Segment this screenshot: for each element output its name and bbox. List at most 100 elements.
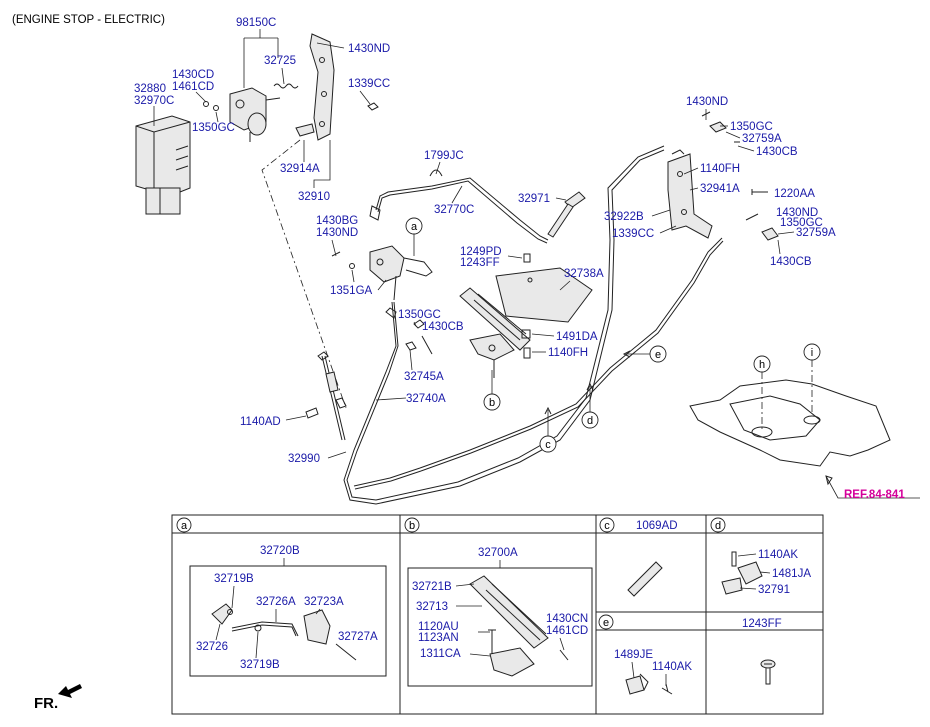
detail-b-32721B: 32721B xyxy=(412,581,452,593)
label-1350GC-r2: 1350GC xyxy=(780,217,823,229)
label-1430CD-top: 1430CD xyxy=(172,69,214,81)
label-32759A-r2: 32759A xyxy=(796,227,836,239)
label-32880: 32880 xyxy=(134,83,166,95)
label-32770C: 32770C xyxy=(434,204,474,216)
stop-motor xyxy=(229,87,281,142)
detail-a-drawing xyxy=(211,603,357,661)
label-1350GC-top: 1350GC xyxy=(192,122,235,134)
detail-b-assembly: 32700A xyxy=(478,547,518,559)
detail-b-1123AN: 1123AN xyxy=(418,632,459,644)
label-32910: 32910 xyxy=(298,191,330,203)
label-98150C: 98150C xyxy=(236,17,276,29)
cable-32770C xyxy=(369,169,586,244)
callout-b-text: b xyxy=(489,397,495,409)
detail-table xyxy=(171,514,824,715)
detail-a-32726: 32726 xyxy=(196,641,228,653)
label-1430CB-mid: 1430CB xyxy=(422,321,464,333)
detail-f-part: 1243FF xyxy=(742,618,782,630)
screw-icon xyxy=(760,659,776,685)
detail-a-32719B-2: 32719B xyxy=(240,659,280,671)
fr-label: FR. xyxy=(34,695,58,712)
detail-b-tag xyxy=(404,517,420,533)
callout-e-text: e xyxy=(655,349,661,361)
detail-e-1489JE: 1489JE xyxy=(614,649,653,661)
label-32990: 32990 xyxy=(288,453,320,465)
label-1430BG: 1430BG xyxy=(316,215,358,227)
label-32725: 32725 xyxy=(264,55,296,67)
label-1491DA: 1491DA xyxy=(556,331,598,343)
detail-c-part: 1069AD xyxy=(636,520,678,532)
diagram-title: (ENGINE STOP - ELECTRIC) xyxy=(12,14,165,26)
label-32745A: 32745A xyxy=(404,371,444,383)
label-32759A-right: 32759A xyxy=(742,133,782,145)
detail-b-tag-text: b xyxy=(409,520,415,532)
label-32941A: 32941A xyxy=(700,183,740,195)
detail-c-drawing xyxy=(627,561,663,597)
detail-b-1120AU: 1120AU xyxy=(418,621,459,633)
detail-a-tag xyxy=(176,517,192,533)
callout-i-text: i xyxy=(811,347,813,359)
label-1243FF-mid: 1243FF xyxy=(460,257,500,269)
label-1220AA: 1220AA xyxy=(774,188,815,200)
cable-32740A xyxy=(343,145,724,505)
label-32738A: 32738A xyxy=(564,268,604,280)
label-1140FH-mid: 1140FH xyxy=(548,347,588,359)
label-32922B: 32922B xyxy=(604,211,644,223)
detail-b-1311CA: 1311CA xyxy=(420,648,461,660)
callout-h-text: h xyxy=(759,359,765,371)
label-1350GC-right: 1350GC xyxy=(730,121,773,133)
detail-e-tag xyxy=(598,614,614,630)
label-1339CC-top: 1339CC xyxy=(348,78,390,90)
right-bracket xyxy=(667,121,779,241)
accel-pedal xyxy=(459,287,531,378)
detail-a-32726A: 32726A xyxy=(256,596,296,608)
detail-d-1481JA: 1481JA xyxy=(772,568,811,580)
callout-a-text: a xyxy=(411,221,418,233)
detail-d-32791: 32791 xyxy=(758,584,790,596)
label-1461CD-top: 1461CD xyxy=(172,81,214,93)
detail-e-tag-text: e xyxy=(603,617,609,629)
detail-d-tag xyxy=(710,517,726,533)
label-1430ND-right: 1430ND xyxy=(686,96,728,108)
detail-a-32727A: 32727A xyxy=(338,631,378,643)
detail-b-1461CD: 1461CD xyxy=(546,625,588,637)
floor-panel xyxy=(689,379,891,467)
label-1140FH-right: 1140FH xyxy=(700,163,740,175)
detail-d-1140AK: 1140AK xyxy=(758,549,798,561)
detail-a-32723A: 32723A xyxy=(304,596,344,608)
detail-c-tag-text: c xyxy=(604,520,610,532)
label-1339CC-right: 1339CC xyxy=(612,228,654,240)
callout-d-text: d xyxy=(587,415,593,427)
detail-d-drawing xyxy=(721,551,763,595)
label-1430ND-top: 1430ND xyxy=(348,43,390,55)
label-1140AD: 1140AD xyxy=(240,416,281,428)
detail-b-drawing xyxy=(469,575,569,677)
detail-a-tag-text: a xyxy=(181,520,188,532)
label-32914A: 32914A xyxy=(280,163,320,175)
label-1351GA: 1351GA xyxy=(330,285,373,297)
detail-e-1140AK: 1140AK xyxy=(652,661,692,673)
front-arrow-icon xyxy=(58,684,82,698)
detail-d-tag-text: d xyxy=(715,520,721,532)
label-1350GC-mid: 1350GC xyxy=(398,309,441,321)
pedal-assembly-mid xyxy=(369,245,433,301)
detail-e-drawing xyxy=(625,673,673,695)
ref-label: REF.84-841 xyxy=(844,489,905,501)
detail-a-assembly: 32720B xyxy=(260,545,300,557)
label-32970C: 32970C xyxy=(134,95,174,107)
detail-b-32713: 32713 xyxy=(416,601,448,613)
mount-bracket xyxy=(295,33,335,141)
label-32740A: 32740A xyxy=(406,393,446,405)
spring xyxy=(273,83,299,89)
label-1249PD: 1249PD xyxy=(460,246,502,258)
control-unit xyxy=(135,115,191,215)
label-1430ND-mid: 1430ND xyxy=(316,227,358,239)
callout-c-text: c xyxy=(545,439,551,451)
label-1799JC: 1799JC xyxy=(424,150,464,162)
label-1430ND-r2: 1430ND xyxy=(776,207,818,219)
pedal-plate xyxy=(495,267,593,323)
detail-a-32719B-1: 32719B xyxy=(214,573,254,585)
rod-32990 xyxy=(317,351,347,441)
